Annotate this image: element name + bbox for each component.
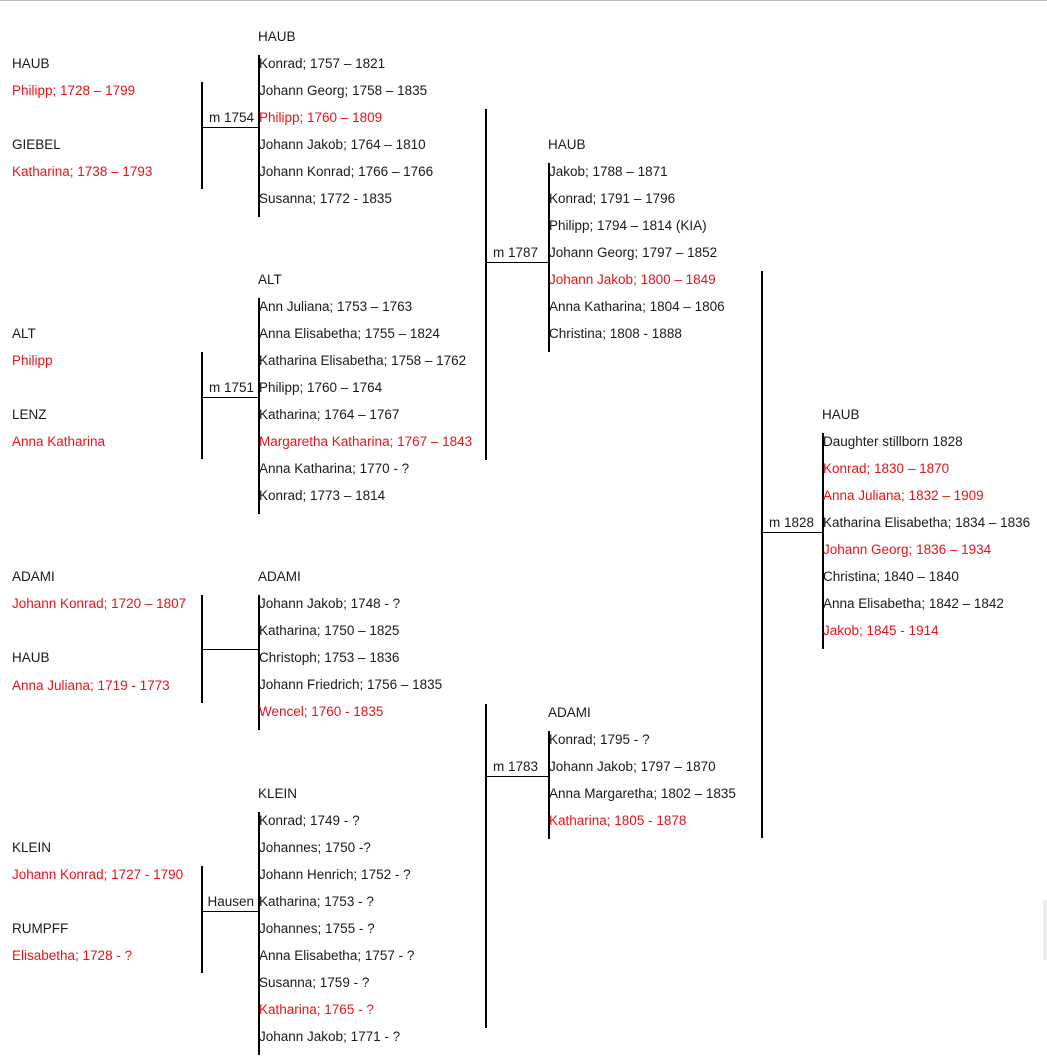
couple-bracket-haub-alt xyxy=(485,109,487,460)
child-entry-lineage: Anna Juliana; 1832 – 1909 xyxy=(823,488,984,503)
child-entry: Anna Margaretha; 1802 – 1835 xyxy=(549,786,736,801)
child-entry-lineage: Katharina; 1765 - ? xyxy=(259,1002,374,1017)
family-surname: KLEIN xyxy=(258,786,298,801)
family-surname: ADAMI xyxy=(548,705,591,720)
child-entry: Johann Henrich; 1752 - ? xyxy=(259,867,411,882)
sibling-bracket xyxy=(258,55,260,217)
family-surname: HAUB xyxy=(258,29,296,44)
wife-surname: GIEBEL xyxy=(12,137,61,152)
marriage-connector xyxy=(202,397,258,398)
child-entry: Christoph; 1753 – 1836 xyxy=(259,650,400,665)
sibling-bracket xyxy=(258,595,260,730)
child-entry: Jakob; 1788 – 1871 xyxy=(549,164,668,179)
marriage-connector-1783 xyxy=(486,776,548,777)
child-entry: Philipp; 1760 – 1764 xyxy=(259,380,383,395)
marriage-label: m 1754 xyxy=(208,110,254,125)
child-entry: Katharina; 1753 - ? xyxy=(259,894,374,909)
family-surname: HAUB xyxy=(822,407,860,422)
husband-name: Johann Konrad; 1720 – 1807 xyxy=(12,596,187,611)
marriage-connector xyxy=(202,127,258,128)
sibling-bracket xyxy=(258,812,260,1055)
couple-bracket-adami-klein xyxy=(485,704,487,1028)
child-entry: Daughter stillborn 1828 xyxy=(823,434,963,449)
child-entry-lineage: Konrad; 1830 – 1870 xyxy=(823,461,950,476)
child-entry: Johann Jakob; 1797 – 1870 xyxy=(549,759,716,774)
child-entry: Christina; 1808 - 1888 xyxy=(549,326,682,341)
child-entry: Susanna; 1759 - ? xyxy=(259,975,370,990)
marriage-connector xyxy=(202,911,258,912)
child-entry-lineage: Johann Georg; 1836 – 1934 xyxy=(823,542,992,557)
child-entry: Johann Konrad; 1766 – 1766 xyxy=(259,164,434,179)
wife-name: Elisabetha; 1728 - ? xyxy=(12,948,133,963)
child-entry: Konrad; 1757 – 1821 xyxy=(259,56,386,71)
marriage-label-1828: m 1828 xyxy=(768,515,814,530)
sibling-bracket xyxy=(822,433,824,649)
child-entry: Philipp; 1794 – 1814 (KIA) xyxy=(549,218,707,233)
family-surname: ADAMI xyxy=(258,569,301,584)
child-entry: Johann Friedrich; 1756 – 1835 xyxy=(259,677,443,692)
child-entry-lineage: Jakob; 1845 - 1914 xyxy=(823,623,939,638)
child-entry: Johann Jakob; 1771 - ? xyxy=(259,1029,401,1044)
child-entry-lineage: Philipp; 1760 – 1809 xyxy=(259,110,383,125)
marriage-label-1783: m 1783 xyxy=(492,759,538,774)
child-entry-lineage: Wencel; 1760 - 1835 xyxy=(259,704,384,719)
child-entry: Konrad; 1791 – 1796 xyxy=(549,191,676,206)
wife-name: Anna Juliana; 1719 - 1773 xyxy=(12,678,170,693)
couple-bracket-haub-adami xyxy=(761,271,763,838)
couple-bracket xyxy=(201,352,203,459)
child-entry: Anna Elisabetha; 1757 - ? xyxy=(259,948,415,963)
child-entry-lineage: Johann Jakob; 1800 – 1849 xyxy=(549,272,716,287)
child-entry: Anna Elisabetha; 1755 – 1824 xyxy=(259,326,440,341)
child-entry: Christina; 1840 – 1840 xyxy=(823,569,959,584)
child-entry: Konrad; 1795 - ? xyxy=(549,732,650,747)
child-entry: Katharina Elisabetha; 1758 – 1762 xyxy=(259,353,467,368)
husband-surname: ALT xyxy=(12,326,36,341)
child-entry: Anna Katharina; 1770 - ? xyxy=(259,461,410,476)
marriage-label: Hausen xyxy=(207,894,254,909)
scrollbar-fragment xyxy=(1043,900,1047,960)
husband-name: Johann Konrad; 1727 - 1790 xyxy=(12,867,184,882)
sibling-bracket xyxy=(548,731,550,839)
wife-surname: LENZ xyxy=(12,407,47,422)
child-entry: Anna Katharina; 1804 – 1806 xyxy=(549,299,725,314)
wife-name: Anna Katharina xyxy=(12,434,106,449)
husband-surname: ADAMI xyxy=(12,569,55,584)
husband-surname: HAUB xyxy=(12,56,50,71)
child-entry: Johannes; 1755 - ? xyxy=(259,921,375,936)
marriage-connector xyxy=(202,649,258,650)
marriage-label-1787: m 1787 xyxy=(492,245,538,260)
child-entry-lineage: Margaretha Katharina; 1767 – 1843 xyxy=(259,434,473,449)
wife-name: Katharina; 1738 – 1793 xyxy=(12,164,153,179)
wife-surname: HAUB xyxy=(12,650,50,665)
child-entry: Johannes; 1750 -? xyxy=(259,840,371,855)
family-surname: ALT xyxy=(258,272,282,287)
child-entry: Ann Juliana; 1753 – 1763 xyxy=(259,299,413,314)
wife-surname: RUMPFF xyxy=(12,921,69,936)
husband-name: Philipp xyxy=(12,353,53,368)
couple-bracket xyxy=(201,866,203,973)
child-entry: Johann Jakob; 1764 – 1810 xyxy=(259,137,426,152)
marriage-connector-1787 xyxy=(486,262,548,263)
couple-bracket xyxy=(201,82,203,189)
child-entry-lineage: Katharina; 1805 - 1878 xyxy=(549,813,687,828)
child-entry: Johann Georg; 1797 – 1852 xyxy=(549,245,718,260)
child-entry: Konrad; 1773 – 1814 xyxy=(259,488,386,503)
top-border xyxy=(0,0,1047,1)
child-entry: Katharina; 1764 – 1767 xyxy=(259,407,400,422)
family-surname: HAUB xyxy=(548,137,586,152)
sibling-bracket xyxy=(258,298,260,514)
child-entry: Katharina; 1750 – 1825 xyxy=(259,623,400,638)
sibling-bracket xyxy=(548,163,550,352)
child-entry: Susanna; 1772 - 1835 xyxy=(259,191,392,206)
child-entry: Johann Jakob; 1748 - ? xyxy=(259,596,401,611)
marriage-connector-1828 xyxy=(762,532,822,533)
husband-name: Philipp; 1728 – 1799 xyxy=(12,83,136,98)
child-entry: Katharina Elisabetha; 1834 – 1836 xyxy=(823,515,1031,530)
child-entry: Konrad; 1749 - ? xyxy=(259,813,360,828)
child-entry: Anna Elisabetha; 1842 – 1842 xyxy=(823,596,1004,611)
marriage-label: m 1751 xyxy=(208,380,254,395)
husband-surname: KLEIN xyxy=(12,840,52,855)
child-entry: Johann Georg; 1758 – 1835 xyxy=(259,83,428,98)
